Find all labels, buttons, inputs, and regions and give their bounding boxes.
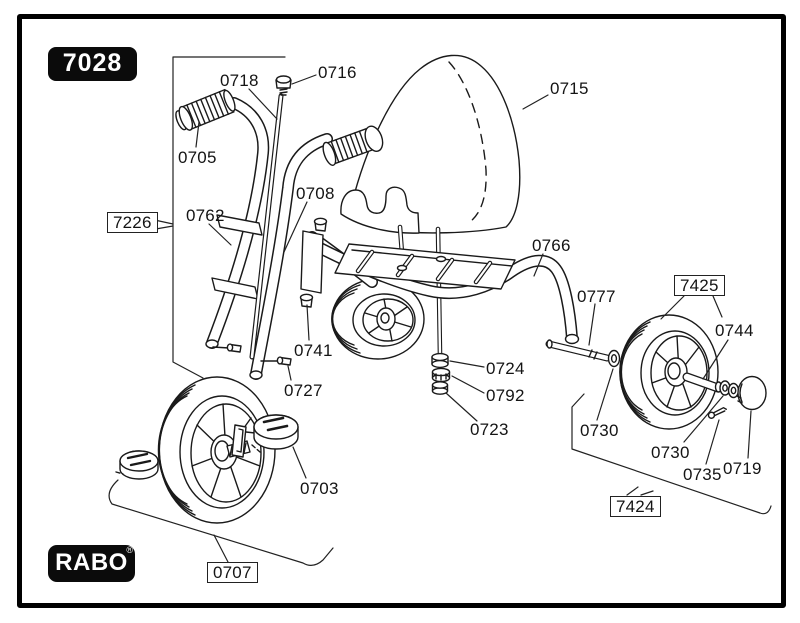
- axle-washer-left: [607, 349, 621, 368]
- part-label-0744: 0744: [715, 321, 754, 340]
- steering-head-tube: [299, 217, 328, 308]
- part-label-0719: 0719: [723, 459, 762, 478]
- part-label-0723: 0723: [470, 420, 509, 439]
- diagram-border: [17, 14, 786, 608]
- seat-illustration: [340, 54, 521, 234]
- part-label-0762: 0762: [186, 206, 225, 225]
- nut-0723: [431, 381, 449, 395]
- fork-plug-0727: [260, 356, 292, 366]
- brand-name: RABO: [55, 549, 128, 576]
- part-label-0730-left: 0730: [580, 421, 619, 440]
- brand-logo: RABO ®: [48, 545, 135, 582]
- left-pedal: [115, 450, 159, 480]
- bracket-7226: [172, 56, 286, 379]
- part-label-0708: 0708: [296, 184, 335, 203]
- axle-washers-right: [719, 380, 740, 399]
- head-tube-plug-bottom: [299, 293, 314, 308]
- part-label-0727: 0727: [284, 381, 323, 400]
- part-label-0741: 0741: [294, 341, 333, 360]
- screw-0716: [275, 75, 292, 96]
- assembly-label-7226: 7226: [107, 212, 158, 233]
- assembly-label-0707: 0707: [207, 562, 258, 583]
- rear-right-wheel: [619, 314, 767, 430]
- seat-bolt-nuts: [431, 352, 451, 395]
- part-label-0730-right: 0730: [651, 443, 690, 462]
- front-wheel: [115, 376, 299, 524]
- bracket-lines: [108, 56, 772, 566]
- assembly-label-7425: 7425: [674, 275, 725, 296]
- leader-lines: [195, 74, 752, 479]
- part-label-0716: 0716: [318, 63, 357, 82]
- pedal-crank: [226, 424, 256, 458]
- assembly-label-7424: 7424: [610, 496, 661, 517]
- bushing-0724: [431, 352, 449, 369]
- hub-cap-0719: [736, 375, 767, 411]
- part-label-0703: 0703: [300, 479, 339, 498]
- head-tube-plug-top: [313, 217, 328, 232]
- part-label-0724: 0724: [486, 359, 525, 378]
- part-label-0718: 0718: [220, 71, 259, 90]
- fork-step-upper: [216, 214, 263, 236]
- part-label-0705: 0705: [178, 148, 217, 167]
- part-label-0777: 0777: [577, 287, 616, 306]
- fork-plug-0741: [212, 343, 242, 353]
- rear-axle: [545, 339, 621, 368]
- model-number-badge: 7028: [48, 47, 137, 81]
- part-label-0735: 0735: [683, 465, 722, 484]
- pointer-7425: [660, 295, 723, 320]
- part-label-0792: 0792: [486, 386, 525, 405]
- bracket-7424: [571, 393, 772, 515]
- part-label-0715: 0715: [550, 79, 589, 98]
- washer-0792: [431, 367, 451, 383]
- right-pedal: [251, 414, 299, 453]
- baseline-0707: [108, 479, 334, 566]
- part-label-0766: 0766: [532, 236, 571, 255]
- registered-trademark-icon: ®: [126, 545, 133, 555]
- cotter-pin-0735: [707, 406, 727, 419]
- right-grip: [322, 125, 384, 166]
- handlebar-fork: [175, 75, 384, 380]
- left-grip: [175, 88, 236, 131]
- rear-rack: [334, 243, 516, 290]
